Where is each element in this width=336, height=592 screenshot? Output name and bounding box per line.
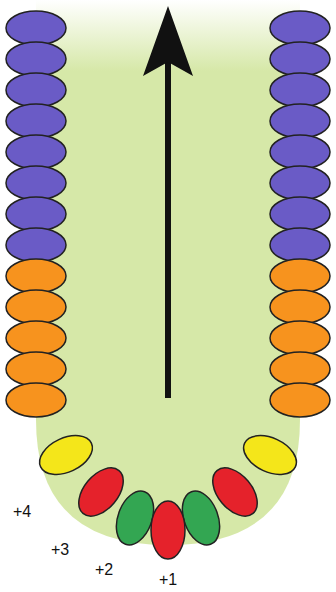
cell — [6, 321, 66, 355]
cell — [237, 428, 302, 482]
cell — [270, 197, 330, 231]
cell — [33, 428, 98, 482]
cell — [6, 135, 66, 169]
callout-number: +2 — [95, 562, 113, 578]
cell — [270, 352, 330, 386]
callout-number: +4 — [13, 504, 31, 520]
growth-arrow-shaft — [165, 60, 171, 398]
cell — [270, 228, 330, 262]
cell — [6, 352, 66, 386]
cell — [6, 166, 66, 200]
cell — [270, 383, 330, 417]
cell — [270, 11, 330, 45]
cell — [6, 228, 66, 262]
cell — [6, 42, 66, 76]
cell — [270, 321, 330, 355]
cell — [270, 73, 330, 107]
cell — [6, 197, 66, 231]
cell — [6, 290, 66, 324]
cell — [270, 166, 330, 200]
cell — [270, 135, 330, 169]
callout-number: +3 — [51, 542, 69, 558]
cell-row — [6, 11, 330, 559]
cell — [151, 501, 185, 559]
cell — [270, 259, 330, 293]
growth-arrow-head — [143, 6, 193, 76]
cell — [6, 104, 66, 138]
cell — [270, 290, 330, 324]
cell — [6, 383, 66, 417]
cell — [6, 11, 66, 45]
callout-number: +1 — [159, 572, 177, 588]
cell — [6, 73, 66, 107]
cell — [6, 259, 66, 293]
cell — [270, 42, 330, 76]
cell — [270, 104, 330, 138]
